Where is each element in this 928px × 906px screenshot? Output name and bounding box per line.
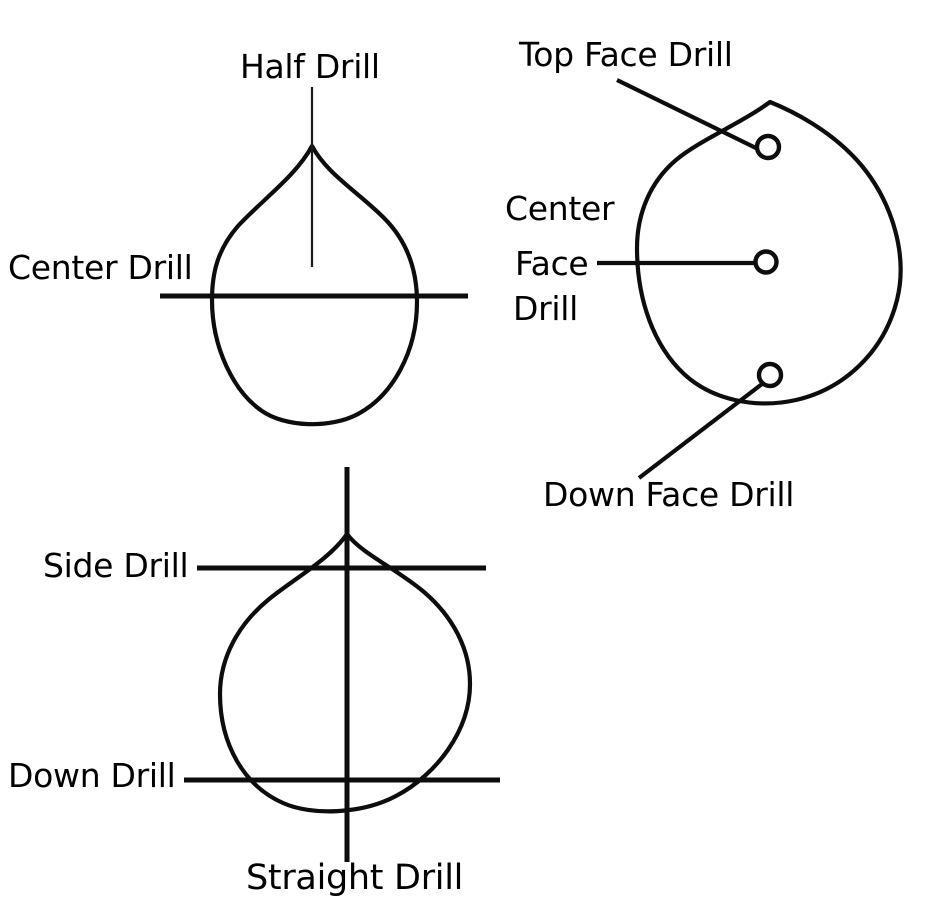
label-side-drill: Side Drill <box>43 546 189 585</box>
label-center-drill: Center Drill <box>8 248 193 287</box>
top-face-drill-leader <box>616 78 761 152</box>
label-center-face-drill-line1: Center <box>505 189 615 228</box>
view-bottom-left <box>184 467 500 862</box>
view-top-right <box>597 78 903 480</box>
label-down-face-drill: Down Face Drill <box>543 475 795 514</box>
peach-outline-bottom-left <box>217 531 473 814</box>
peach-outline-top-left <box>209 143 420 427</box>
label-center-face-drill-line3: Drill <box>513 289 578 328</box>
label-down-drill: Down Drill <box>8 756 176 795</box>
label-top-face-drill: Top Face Drill <box>519 35 733 74</box>
top-face-hole-icon <box>754 133 782 161</box>
view-top-left <box>160 87 468 427</box>
label-straight-drill: Straight Drill <box>246 858 464 898</box>
label-center-face-drill-line2: Face <box>515 244 589 283</box>
label-half-drill: Half Drill <box>240 47 380 86</box>
down-face-drill-leader <box>637 379 768 480</box>
down-face-hole-icon <box>756 361 784 389</box>
peach-outline-top-right <box>634 99 903 406</box>
center-face-hole-icon <box>753 249 779 275</box>
